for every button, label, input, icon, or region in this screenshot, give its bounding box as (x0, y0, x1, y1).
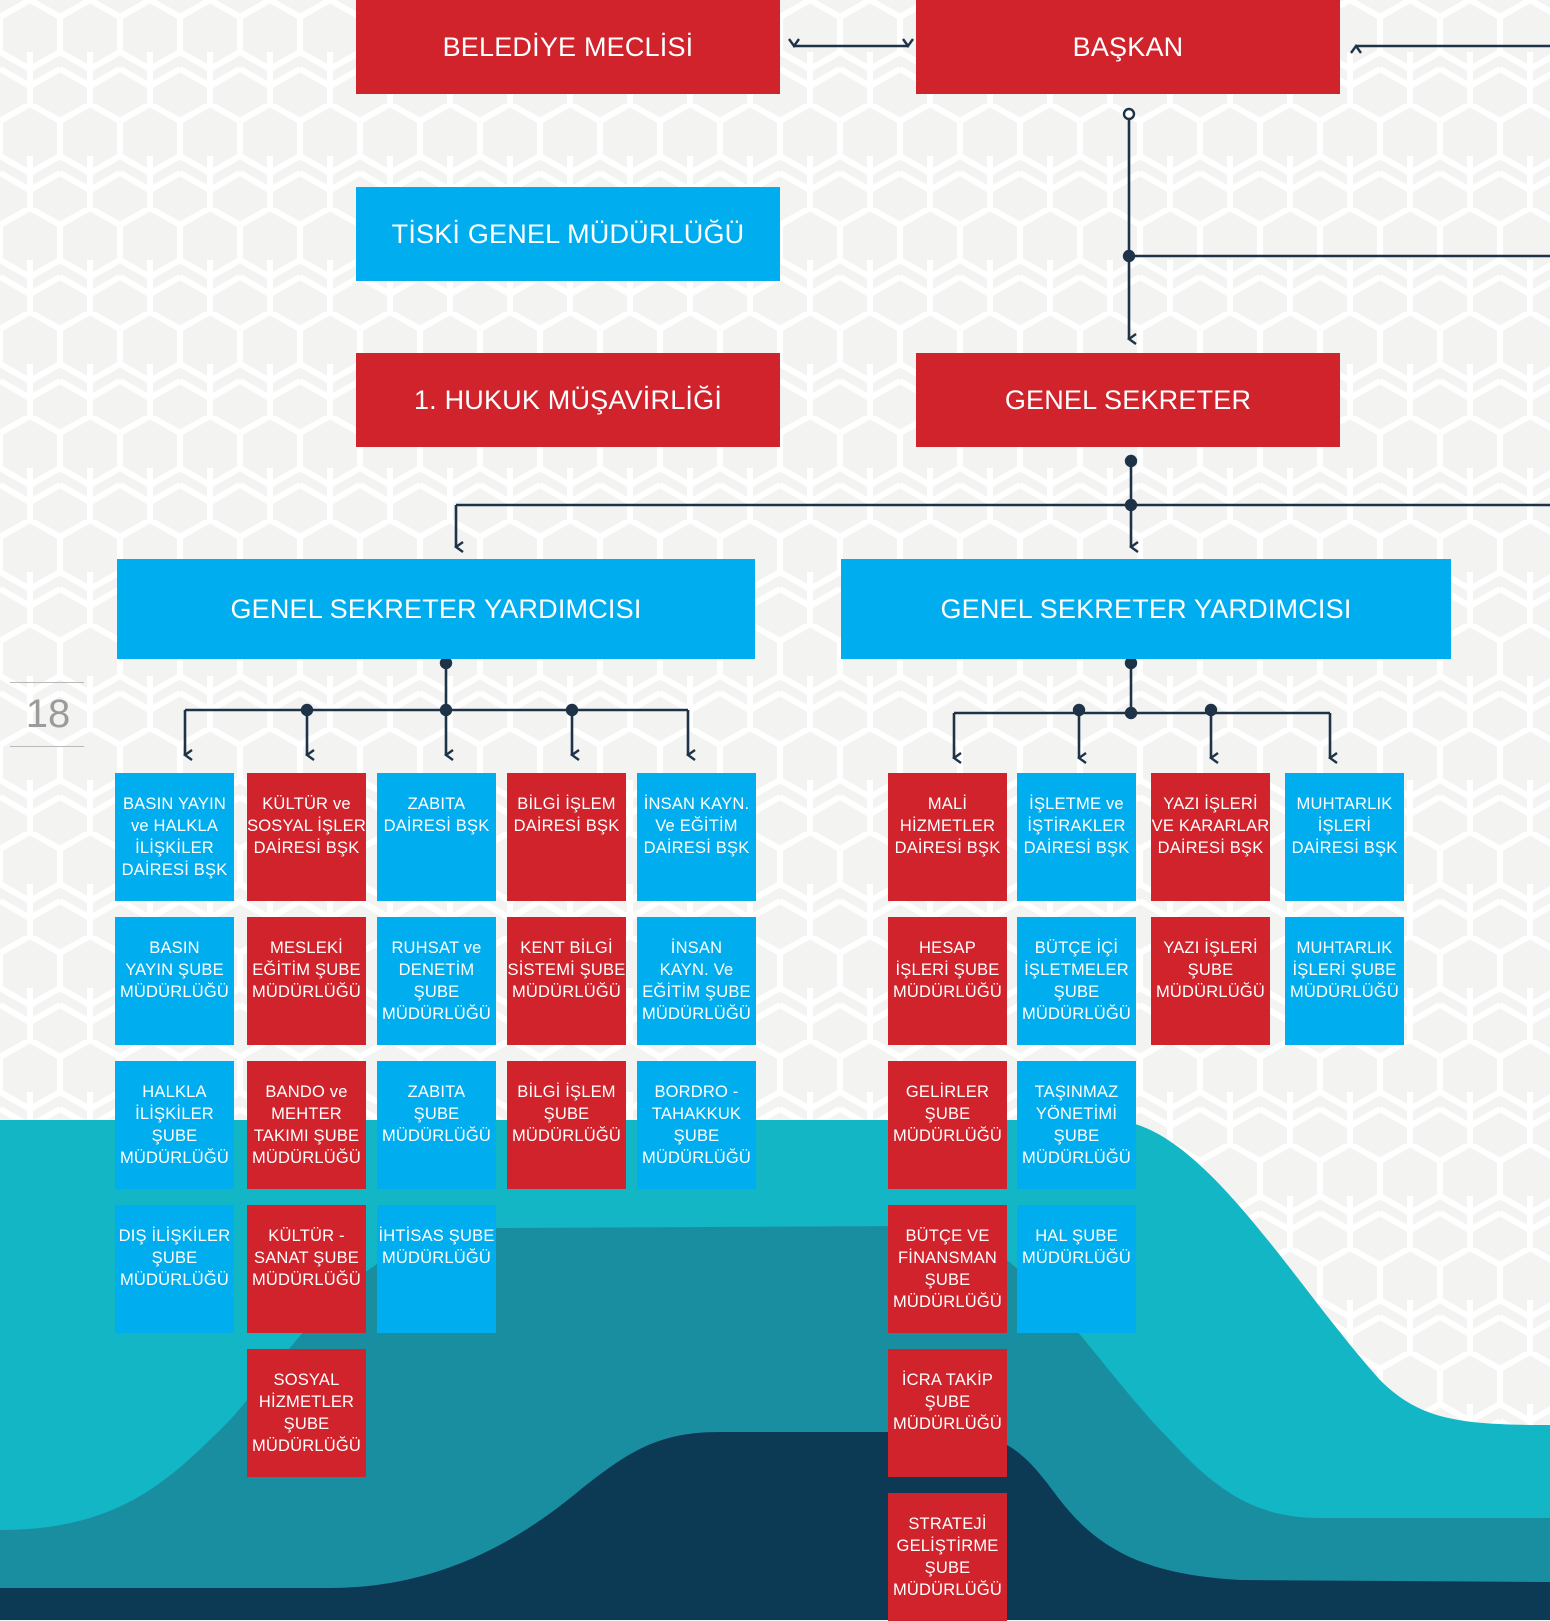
department-box-left-2-3: İHTİSAS ŞUBE MÜDÜRLÜĞÜ (377, 1205, 496, 1333)
department-label: YAZI İŞLERİ ŞUBE MÜDÜRLÜĞÜ (1155, 939, 1266, 1001)
deputy-secretary-right-box: GENEL SEKRETER YARDIMCISI (841, 559, 1451, 659)
department-box-left-2-1: RUHSAT ve DENETİM ŞUBE MÜDÜRLÜĞÜ (377, 917, 496, 1045)
department-box-right-0-0: MALİ HİZMETLER DAİRESİ BŞK (888, 773, 1007, 901)
department-label: BANDO ve MEHTER TAKIMI ŞUBE MÜDÜRLÜĞÜ (251, 1083, 362, 1167)
department-label: İŞLETME ve İŞTİRAKLER DAİRESİ BŞK (1023, 795, 1130, 857)
department-box-right-1-2: TAŞINMAZ YÖNETİMİ ŞUBE MÜDÜRLÜĞÜ (1017, 1061, 1136, 1189)
department-label: İNSAN KAYN. Ve EĞİTİM DAİRESİ BŞK (643, 795, 750, 857)
department-label: BASIN YAYIN ŞUBE MÜDÜRLÜĞÜ (119, 939, 230, 1001)
department-label: BÜTÇE İÇİ İŞLETMELER ŞUBE MÜDÜRLÜĞÜ (1021, 939, 1132, 1023)
deputy-secretary-right-label: GENEL SEKRETER YARDIMCISI (940, 593, 1352, 624)
department-box-right-3-1: MUHTARLIK İŞLERİ ŞUBE MÜDÜRLÜĞÜ (1285, 917, 1404, 1045)
department-box-right-2-1: YAZI İŞLERİ ŞUBE MÜDÜRLÜĞÜ (1151, 917, 1270, 1045)
department-box-right-0-1: HESAP İŞLERİ ŞUBE MÜDÜRLÜĞÜ (888, 917, 1007, 1045)
department-label: MESLEKİ EĞİTİM ŞUBE MÜDÜRLÜĞÜ (251, 939, 362, 1001)
department-box-left-0-3: DIŞ İLİŞKİLER ŞUBE MÜDÜRLÜĞÜ (115, 1205, 234, 1333)
department-label: HAL ŞUBE MÜDÜRLÜĞÜ (1021, 1227, 1132, 1267)
department-label: MUHTARLIK İŞLERİ DAİRESİ BŞK (1291, 795, 1398, 857)
department-box-left-3-1: KENT BİLGİ SİSTEMİ ŞUBE MÜDÜRLÜĞÜ (507, 917, 626, 1045)
department-label: KÜLTÜR ve SOSYAL İŞLER DAİRESİ BŞK (247, 795, 366, 857)
department-box-left-1-0: KÜLTÜR ve SOSYAL İŞLER DAİRESİ BŞK (247, 773, 366, 901)
department-box-left-4-1: İNSAN KAYN. Ve EĞİTİM ŞUBE MÜDÜRLÜĞÜ (637, 917, 756, 1045)
department-box-left-2-0: ZABITA DAİRESİ BŞK (377, 773, 496, 901)
department-box-left-1-1: MESLEKİ EĞİTİM ŞUBE MÜDÜRLÜĞÜ (247, 917, 366, 1045)
department-label: SOSYAL HİZMETLER ŞUBE MÜDÜRLÜĞÜ (251, 1371, 362, 1455)
department-box-left-4-2: BORDRO - TAHAKKUK ŞUBE MÜDÜRLÜĞÜ (637, 1061, 756, 1189)
department-label: İCRA TAKİP ŞUBE MÜDÜRLÜĞÜ (892, 1371, 1003, 1433)
department-label: BİLGİ İŞLEM DAİRESİ BŞK (513, 795, 620, 835)
wave-dark (0, 1432, 1550, 1620)
department-box-right-0-2: GELİRLER ŞUBE MÜDÜRLÜĞÜ (888, 1061, 1007, 1189)
department-label: İHTİSAS ŞUBE MÜDÜRLÜĞÜ (378, 1227, 495, 1267)
department-label: STRATEJİ GELİŞTİRME ŞUBE MÜDÜRLÜĞÜ (892, 1515, 1003, 1599)
department-box-left-0-2: HALKLA İLİŞKİLER ŞUBE MÜDÜRLÜĞÜ (115, 1061, 234, 1189)
department-label: ZABITA DAİRESİ BŞK (383, 795, 490, 835)
department-box-right-1-3: HAL ŞUBE MÜDÜRLÜĞÜ (1017, 1205, 1136, 1333)
department-label: İNSAN KAYN. Ve EĞİTİM ŞUBE MÜDÜRLÜĞÜ (641, 939, 752, 1023)
department-label: YAZI İŞLERİ VE KARARLAR DAİRESİ BŞK (1151, 795, 1270, 857)
department-label: GELİRLER ŞUBE MÜDÜRLÜĞÜ (892, 1083, 1003, 1145)
department-box-left-1-2: BANDO ve MEHTER TAKIMI ŞUBE MÜDÜRLÜĞÜ (247, 1061, 366, 1189)
department-label: HESAP İŞLERİ ŞUBE MÜDÜRLÜĞÜ (892, 939, 1003, 1001)
department-label: MUHTARLIK İŞLERİ ŞUBE MÜDÜRLÜĞÜ (1289, 939, 1400, 1001)
council-label: BELEDİYE MECLİSİ (442, 31, 694, 62)
department-box-right-3-0: MUHTARLIK İŞLERİ DAİRESİ BŞK (1285, 773, 1404, 901)
mayor-label: BAŞKAN (1072, 31, 1184, 62)
department-label: HALKLA İLİŞKİLER ŞUBE MÜDÜRLÜĞÜ (119, 1083, 230, 1167)
department-box-right-1-0: İŞLETME ve İŞTİRAKLER DAİRESİ BŞK (1017, 773, 1136, 901)
mayor-box: BAŞKAN (916, 0, 1340, 94)
department-box-right-0-3: BÜTÇE VE FİNANSMAN ŞUBE MÜDÜRLÜĞÜ (888, 1205, 1007, 1333)
department-label: KENT BİLGİ SİSTEMİ ŞUBE MÜDÜRLÜĞÜ (507, 939, 626, 1001)
page-number: 18 (25, 692, 71, 736)
deputy-secretary-left-label: GENEL SEKRETER YARDIMCISI (230, 593, 642, 624)
department-label: BASIN YAYIN ve HALKLA İLİŞKİLER DAİRESİ … (121, 795, 228, 879)
department-box-left-3-2: BİLGİ İŞLEM ŞUBE MÜDÜRLÜĞÜ (507, 1061, 626, 1189)
department-label: RUHSAT ve DENETİM ŞUBE MÜDÜRLÜĞÜ (381, 939, 492, 1023)
department-box-left-2-2: ZABITA ŞUBE MÜDÜRLÜĞÜ (377, 1061, 496, 1189)
department-label: BORDRO - TAHAKKUK ŞUBE MÜDÜRLÜĞÜ (641, 1083, 752, 1167)
department-box-left-3-0: BİLGİ İŞLEM DAİRESİ BŞK (507, 773, 626, 901)
tiski-box: TİSKİ GENEL MÜDÜRLÜĞÜ (356, 187, 780, 281)
legal-counsel-box: 1. HUKUK MÜŞAVİRLİĞİ (356, 353, 780, 447)
secretary-general-label: GENEL SEKRETER (1004, 384, 1252, 415)
department-box-left-4-0: İNSAN KAYN. Ve EĞİTİM DAİRESİ BŞK (637, 773, 756, 901)
department-box-left-0-1: BASIN YAYIN ŞUBE MÜDÜRLÜĞÜ (115, 917, 234, 1045)
department-box-right-2-0: YAZI İŞLERİ VE KARARLAR DAİRESİ BŞK (1151, 773, 1270, 901)
page-number-rule-top (10, 682, 84, 683)
department-label: TAŞINMAZ YÖNETİMİ ŞUBE MÜDÜRLÜĞÜ (1021, 1083, 1132, 1167)
department-label: BİLGİ İŞLEM ŞUBE MÜDÜRLÜĞÜ (511, 1083, 622, 1145)
department-label: DIŞ İLİŞKİLER ŞUBE MÜDÜRLÜĞÜ (118, 1227, 231, 1289)
department-box-left-1-3: KÜLTÜR - SANAT ŞUBE MÜDÜRLÜĞÜ (247, 1205, 366, 1333)
department-box-right-0-4: İCRA TAKİP ŞUBE MÜDÜRLÜĞÜ (888, 1349, 1007, 1477)
legal-counsel-label: 1. HUKUK MÜŞAVİRLİĞİ (413, 384, 723, 415)
department-label: ZABITA ŞUBE MÜDÜRLÜĞÜ (381, 1083, 492, 1145)
department-label: BÜTÇE VE FİNANSMAN ŞUBE MÜDÜRLÜĞÜ (892, 1227, 1003, 1311)
department-box-right-1-1: BÜTÇE İÇİ İŞLETMELER ŞUBE MÜDÜRLÜĞÜ (1017, 917, 1136, 1045)
page-number-rule-bottom (10, 746, 84, 747)
deputy-secretary-left-box: GENEL SEKRETER YARDIMCISI (117, 559, 755, 659)
council-box: BELEDİYE MECLİSİ (356, 0, 780, 94)
department-box-right-0-5: STRATEJİ GELİŞTİRME ŞUBE MÜDÜRLÜĞÜ (888, 1493, 1007, 1621)
department-box-left-1-4: SOSYAL HİZMETLER ŞUBE MÜDÜRLÜĞÜ (247, 1349, 366, 1477)
department-box-left-0-0: BASIN YAYIN ve HALKLA İLİŞKİLER DAİRESİ … (115, 773, 234, 901)
department-label: KÜLTÜR - SANAT ŞUBE MÜDÜRLÜĞÜ (251, 1227, 362, 1289)
tiski-label: TİSKİ GENEL MÜDÜRLÜĞÜ (391, 218, 745, 249)
department-label: MALİ HİZMETLER DAİRESİ BŞK (894, 795, 1001, 857)
secretary-general-box: GENEL SEKRETER (916, 353, 1340, 447)
